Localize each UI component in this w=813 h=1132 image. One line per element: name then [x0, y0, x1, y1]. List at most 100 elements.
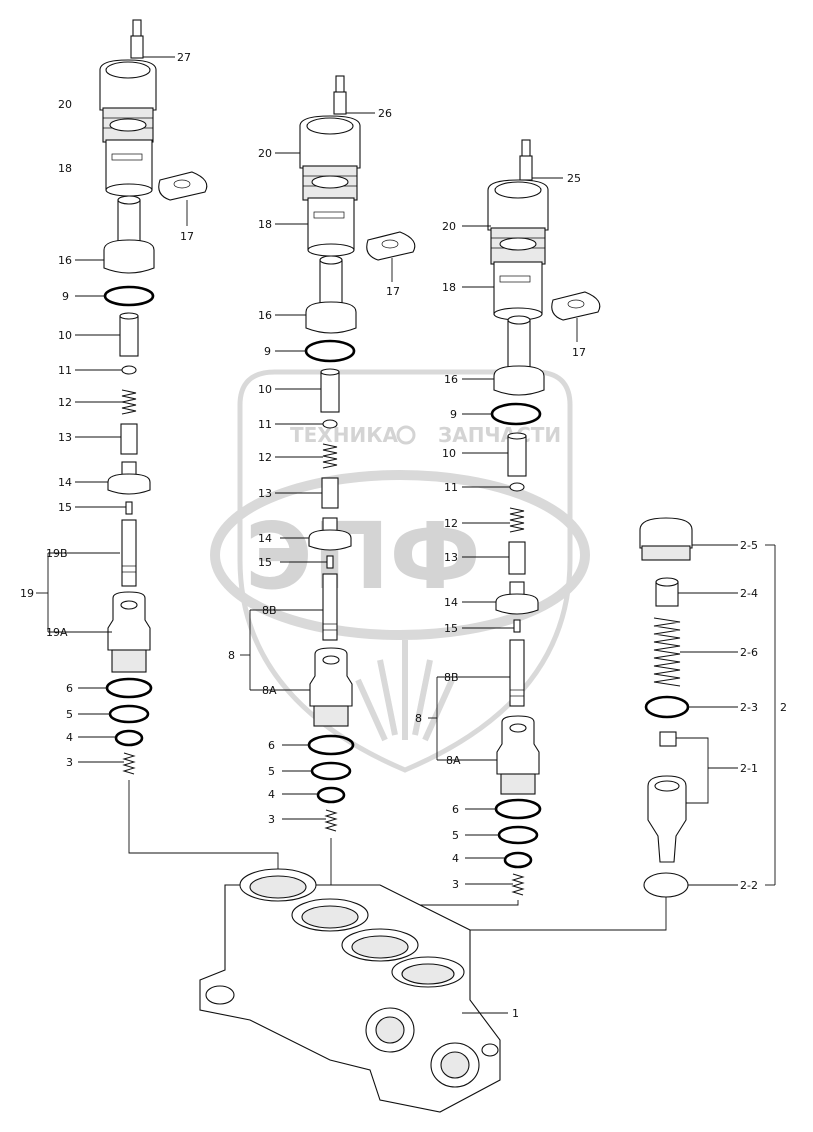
label-c4-2-3: 2-3: [740, 701, 758, 714]
label-c3-4: 4: [452, 852, 459, 865]
part-5-o-ring: [310, 761, 352, 781]
part-11: [121, 365, 137, 375]
watermark-big-text: ЭПФ: [245, 503, 481, 610]
part-2-3-o-ring: [644, 695, 690, 719]
label-c1-16: 16: [58, 254, 72, 267]
valve-body: [199, 884, 501, 1113]
label-c2-26: 26: [378, 107, 392, 120]
label-c2-12: 12: [258, 451, 272, 464]
part-2-2: [643, 872, 689, 898]
part-5-o-ring: [497, 825, 539, 845]
label-c4-2: 2: [780, 701, 787, 714]
part-27-top: [132, 19, 142, 39]
part-18: [105, 139, 153, 191]
label-c4-2-2: 2-2: [740, 879, 758, 892]
label-c1-11: 11: [58, 364, 72, 377]
part-9-o-ring: [103, 285, 155, 307]
label-c1-6: 6: [66, 682, 73, 695]
part-18: [307, 197, 355, 251]
label-c2-20: 20: [258, 147, 272, 160]
part-4-o-ring: [114, 729, 144, 747]
part-10: [119, 315, 139, 357]
part-13: [508, 541, 526, 575]
label-c3-11: 11: [444, 481, 458, 494]
label-c4-2-5: 2-5: [740, 539, 758, 552]
part-4-o-ring: [316, 786, 346, 804]
part-18: [493, 261, 543, 315]
label-c2-10: 10: [258, 383, 272, 396]
label-c1-27: 27: [177, 51, 191, 64]
label-c2-8A: 8A: [262, 684, 277, 697]
label-c2-15: 15: [258, 556, 272, 569]
part-17: [366, 231, 416, 261]
label-c2-17: 17: [386, 285, 400, 298]
label-c2-18: 18: [258, 218, 272, 231]
label-c2-16: 16: [258, 309, 272, 322]
callout-labels: 27 20 18 17 16 9 10 11 12 13 14 15 19B 1…: [20, 51, 787, 1020]
part-11: [322, 419, 338, 429]
label-c2-13: 13: [258, 487, 272, 500]
label-c4-2-1: 2-1: [740, 762, 758, 775]
label-c2-8B: 8B: [262, 604, 277, 617]
part-4-o-ring: [503, 851, 533, 869]
part-25: [519, 155, 533, 181]
label-c3-3: 3: [452, 878, 459, 891]
label-c2-3: 3: [268, 813, 275, 826]
label-c1-3: 3: [66, 756, 73, 769]
part-10: [507, 435, 527, 477]
label-c2-5: 5: [268, 765, 275, 778]
label-c3-15: 15: [444, 622, 458, 635]
part-8B: [322, 573, 338, 641]
part-17: [551, 291, 601, 321]
part-8B: [509, 639, 525, 707]
label-c1-14: 14: [58, 476, 72, 489]
part-3-spring: [511, 873, 525, 896]
part-6-o-ring: [105, 677, 153, 699]
label-c2-8: 8: [228, 649, 235, 662]
column-4-assembly: [427, 517, 776, 960]
label-c2-14: 14: [258, 532, 272, 545]
part-17: [158, 171, 208, 201]
label-c3-25: 25: [567, 172, 581, 185]
valve-body-part-1: [199, 868, 508, 1113]
part-19A: [107, 591, 151, 651]
label-c1-5: 5: [66, 708, 73, 721]
label-c4-2-6: 2-6: [740, 646, 758, 659]
label-c1-15: 15: [58, 501, 72, 514]
wheat-logo-icon: [355, 640, 455, 742]
part-12-spring: [509, 507, 525, 533]
label-c1-17: 17: [180, 230, 194, 243]
label-c3-12: 12: [444, 517, 458, 530]
part-2-1-top: [659, 731, 677, 747]
label-c1-4: 4: [66, 731, 73, 744]
part-26-top: [335, 75, 345, 95]
label-c1-20: 20: [58, 98, 72, 111]
part-9-o-ring: [304, 339, 356, 363]
label-c2-4: 4: [268, 788, 275, 801]
part-5-o-ring: [108, 704, 150, 724]
watermark: ТЕХНИКА ЗАПЧАСТИ ЭПФ: [210, 369, 590, 773]
part-2-1: [647, 775, 687, 863]
part-27: [130, 35, 144, 59]
part-10: [320, 371, 340, 413]
gear-icon: [396, 425, 416, 445]
part-26: [333, 91, 347, 115]
label-c3-13: 13: [444, 551, 458, 564]
label-c3-16: 16: [444, 373, 458, 386]
label-c1-18: 18: [58, 162, 72, 175]
label-c2-11: 11: [258, 418, 272, 431]
watermark-text-right: ЗАПЧАСТИ: [438, 423, 561, 447]
part-13: [120, 423, 138, 455]
label-c1-10: 10: [58, 329, 72, 342]
label-c3-18: 18: [442, 281, 456, 294]
label-c3-8: 8: [415, 712, 422, 725]
part-8A: [309, 647, 353, 707]
part-15: [326, 555, 334, 569]
label-c3-17: 17: [572, 346, 586, 359]
label-c1-9: 9: [62, 290, 69, 303]
label-c4-2-4: 2-4: [740, 587, 758, 600]
watermark-text-left: ТЕХНИКА: [290, 423, 399, 447]
part-19B: [121, 519, 137, 587]
